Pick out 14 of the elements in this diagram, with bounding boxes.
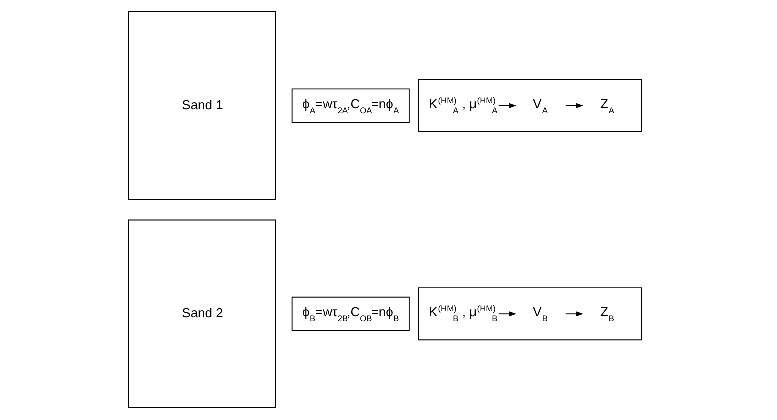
arrow <box>498 103 516 108</box>
node-text: V$_{A}$ <box>532 96 548 116</box>
node-box: Sand 2 <box>128 220 276 408</box>
arrow <box>498 312 516 317</box>
node-box: ϕ$_{A}$=wτ$_{2A}$,C$_{OA}$=nϕ$_{A}$ <box>291 88 410 124</box>
node-box: Sand 1 <box>128 12 276 200</box>
node-text: Z$_{A}$ <box>600 96 614 116</box>
cluster <box>418 79 642 132</box>
node-text: V$_{B}$ <box>532 304 548 324</box>
arrow <box>564 312 584 317</box>
node-text: Z$_{B}$ <box>600 304 614 324</box>
node-box: ϕ$_{B}$=wτ$_{2B}$,C$_{OB}$=nϕ$_{B}$ <box>291 296 410 332</box>
cluster <box>418 288 642 341</box>
arrow <box>564 103 584 108</box>
